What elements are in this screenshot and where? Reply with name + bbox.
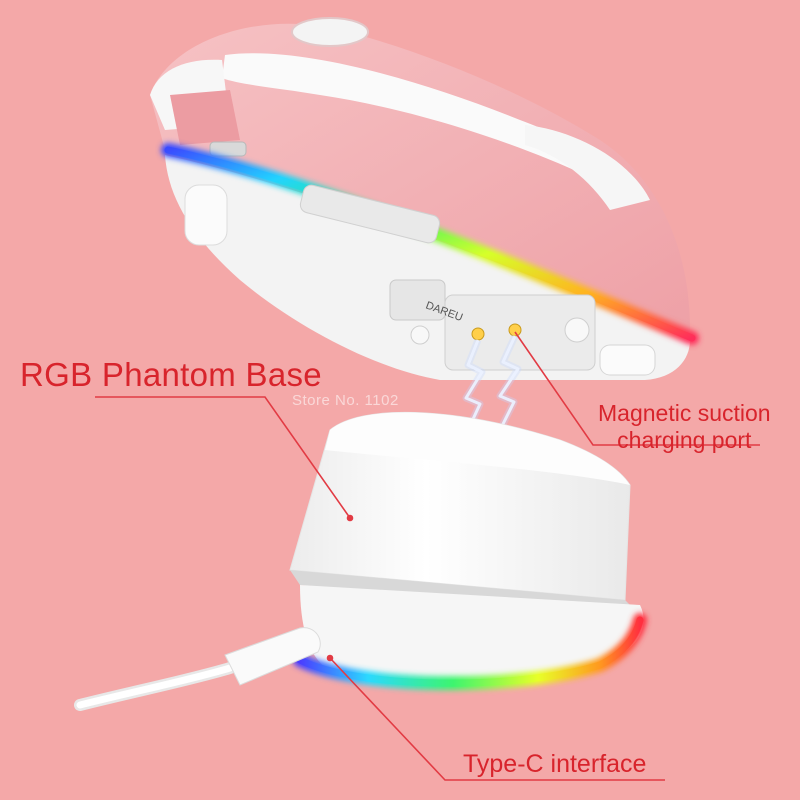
label-magnetic-charging-port: Magnetic suction charging port [598, 400, 771, 454]
label-magnetic-line1: Magnetic suction [598, 400, 771, 426]
mouse-button [564, 317, 590, 343]
type-c-cable [74, 627, 321, 711]
charging-contact [508, 323, 522, 337]
rgb-base [289, 411, 647, 691]
mouse-usb-port [209, 141, 247, 157]
mouse-button [410, 325, 430, 345]
watermark-text: Store No. 1102 [292, 392, 399, 409]
mouse-side-button [525, 125, 650, 210]
mouse-skate [299, 184, 441, 244]
mouse-front [170, 90, 240, 145]
charging-contact [471, 327, 485, 341]
base-top-cap [325, 412, 630, 485]
scroll-wheel [291, 17, 369, 47]
callout-lines [95, 331, 760, 781]
mouse-top-panel [222, 53, 600, 176]
type-c-plug [224, 627, 321, 686]
base-bottom [300, 585, 644, 683]
mouse-skate [599, 344, 656, 376]
label-magnetic-line2: charging port [617, 427, 752, 453]
mouse [150, 17, 699, 380]
mouse-sensor-window [389, 279, 446, 321]
label-rgb-phantom-base: RGB Phantom Base [20, 356, 322, 393]
label-type-c-interface: Type-C interface [463, 750, 647, 778]
mouse-skate [184, 184, 228, 246]
magnetic-lightning [462, 334, 522, 432]
mouse-shell [150, 23, 690, 346]
